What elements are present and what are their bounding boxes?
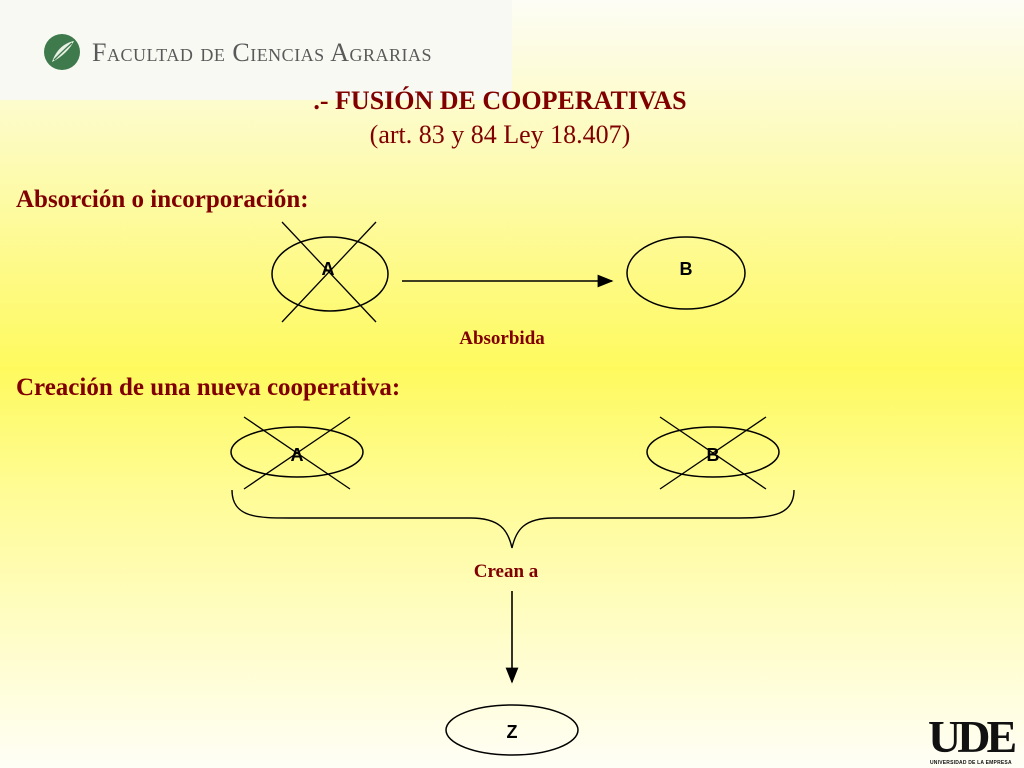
leaf-logo-icon (44, 34, 80, 70)
creation-node-a: A (230, 426, 364, 478)
cross-out-icon (659, 416, 767, 490)
creation-caption: Crean a (474, 561, 539, 582)
cross-out-icon (243, 416, 351, 490)
ude-logo: UDE UNIVERSIDAD DE LA EMPRESA (928, 712, 1020, 768)
creation-node-b-label: B (707, 445, 720, 465)
grouping-brace (231, 489, 795, 549)
creation-heading: Creación de una nueva cooperativa: (16, 374, 401, 401)
creation-node-b: B (646, 426, 780, 478)
creation-node-z-label: Z (507, 722, 518, 742)
slide-title: .- FUSIÓN DE COOPERATIVAS (313, 86, 687, 115)
cross-out-icon (281, 221, 377, 323)
faculty-name: Facultad de Ciencias Agrarias (92, 38, 433, 67)
absorption-node-b: B (626, 236, 746, 310)
absorption-caption: Absorbida (459, 328, 545, 349)
header-banner: Facultad de Ciencias Agrarias (0, 0, 512, 100)
absorption-node-b-label: B (680, 259, 693, 279)
creation-node-a-label: A (291, 445, 304, 465)
ude-logo-letters: UDE (928, 711, 1017, 762)
ude-logo-tagline: UNIVERSIDAD DE LA EMPRESA (930, 760, 1012, 766)
creation-node-z: Z (445, 704, 579, 756)
slide-subtitle: (art. 83 y 84 Ley 18.407) (369, 120, 631, 149)
absorption-heading: Absorción o incorporación: (16, 186, 309, 213)
